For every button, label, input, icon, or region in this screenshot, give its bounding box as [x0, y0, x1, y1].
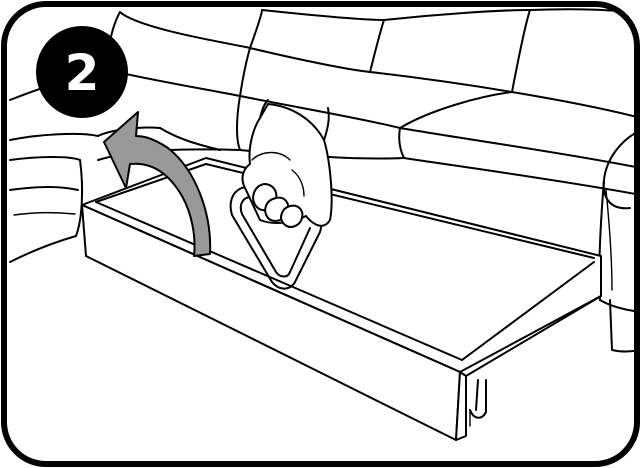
step-number: 2: [65, 44, 100, 102]
